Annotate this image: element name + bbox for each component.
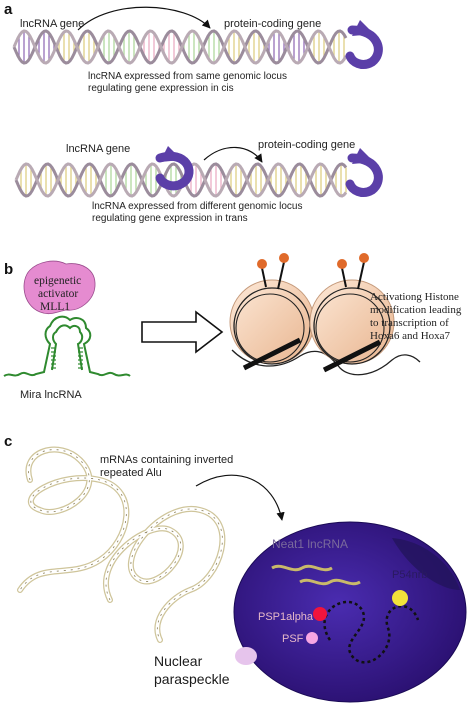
trans-caption-line2: regulating gene expression in trans <box>92 213 248 224</box>
neat1-lncrna-strand-2 <box>299 578 361 586</box>
paraspeckle-label-line2: paraspeckle <box>154 671 230 687</box>
to-paraspeckle-arrow <box>195 474 285 521</box>
trans-lncrna-curved-arrow-icon <box>155 146 194 191</box>
psf-dot <box>306 632 318 644</box>
trans-lncrna-gene-label: lncRNA gene <box>66 143 130 155</box>
result-line1: Activationg Histone <box>370 291 459 303</box>
activator-line3: MLL1 <box>40 301 70 313</box>
mira-lncrna-hairpin <box>3 315 131 377</box>
cis-caption-line1: lncRNA expressed from same genomic locus <box>88 71 287 82</box>
neat1-label: Neat1 lncRNA <box>272 537 348 551</box>
mira-hairpin-base-pairs <box>51 347 83 369</box>
result-line4: Hoxa6 and Hoxa7 <box>370 330 451 342</box>
activation-hollow-arrow <box>141 310 224 354</box>
mrna-line1: mRNAs containing inverted <box>100 454 233 466</box>
histone-mark-icon <box>279 253 289 263</box>
cis-protein-coding-gene-label: protein-coding gene <box>224 18 321 30</box>
paraspeckle-body <box>233 521 467 703</box>
histone-mark-icon <box>337 259 347 269</box>
cis-lncrna-gene-label: lncRNA gene <box>20 18 84 30</box>
alu-mrna-molecules <box>17 446 226 643</box>
p54nrb-label: P54nrb <box>392 569 427 581</box>
panel-b-letter: b <box>4 261 13 278</box>
histone-mark-icon <box>257 259 267 269</box>
p54nrb-dot <box>392 590 408 606</box>
chromatin-dna-strand <box>231 349 421 376</box>
mira-lncrna-label: Mira lncRNA <box>20 389 82 401</box>
paraspeckle-mrna-tangle <box>323 600 420 664</box>
psp1alpha-label: PSP1alpha <box>258 611 314 623</box>
neat1-lncrna-strand <box>271 564 333 572</box>
mll1-activator-blob <box>23 260 96 315</box>
psp1alpha-dot <box>313 607 327 621</box>
trans-protein-coding-gene-label: protein-coding gene <box>258 139 355 151</box>
trans-caption-line1: lncRNA expressed from different genomic … <box>92 201 302 212</box>
psf-label: PSF <box>282 633 304 645</box>
activator-line2: activator <box>38 288 78 300</box>
result-line3: to transcription of <box>370 317 449 329</box>
result-line2: modification leading <box>370 304 462 316</box>
nucleosome-1 <box>229 253 315 371</box>
trans-gene-curved-arrow-icon <box>345 148 383 197</box>
cis-caption-line2: regulating gene expression in cis <box>88 83 234 94</box>
dna-helix-cis <box>12 29 348 65</box>
trans-regulation-arrow <box>203 146 263 163</box>
paraspeckle-shadow <box>392 538 460 590</box>
histone-mark-icon <box>359 253 369 263</box>
paraspeckle-granule <box>235 647 257 665</box>
mrna-line2: repeated Alu <box>100 467 162 479</box>
cis-curved-arrow-icon <box>345 20 383 69</box>
panel-c-letter: c <box>4 433 12 450</box>
panel-a-letter: a <box>4 1 13 18</box>
nucleosome-2 <box>309 253 395 373</box>
activator-line1: epigenetic <box>34 275 81 287</box>
paraspeckle-label-line1: Nuclear <box>154 653 203 669</box>
cis-regulation-arrow <box>77 6 211 31</box>
